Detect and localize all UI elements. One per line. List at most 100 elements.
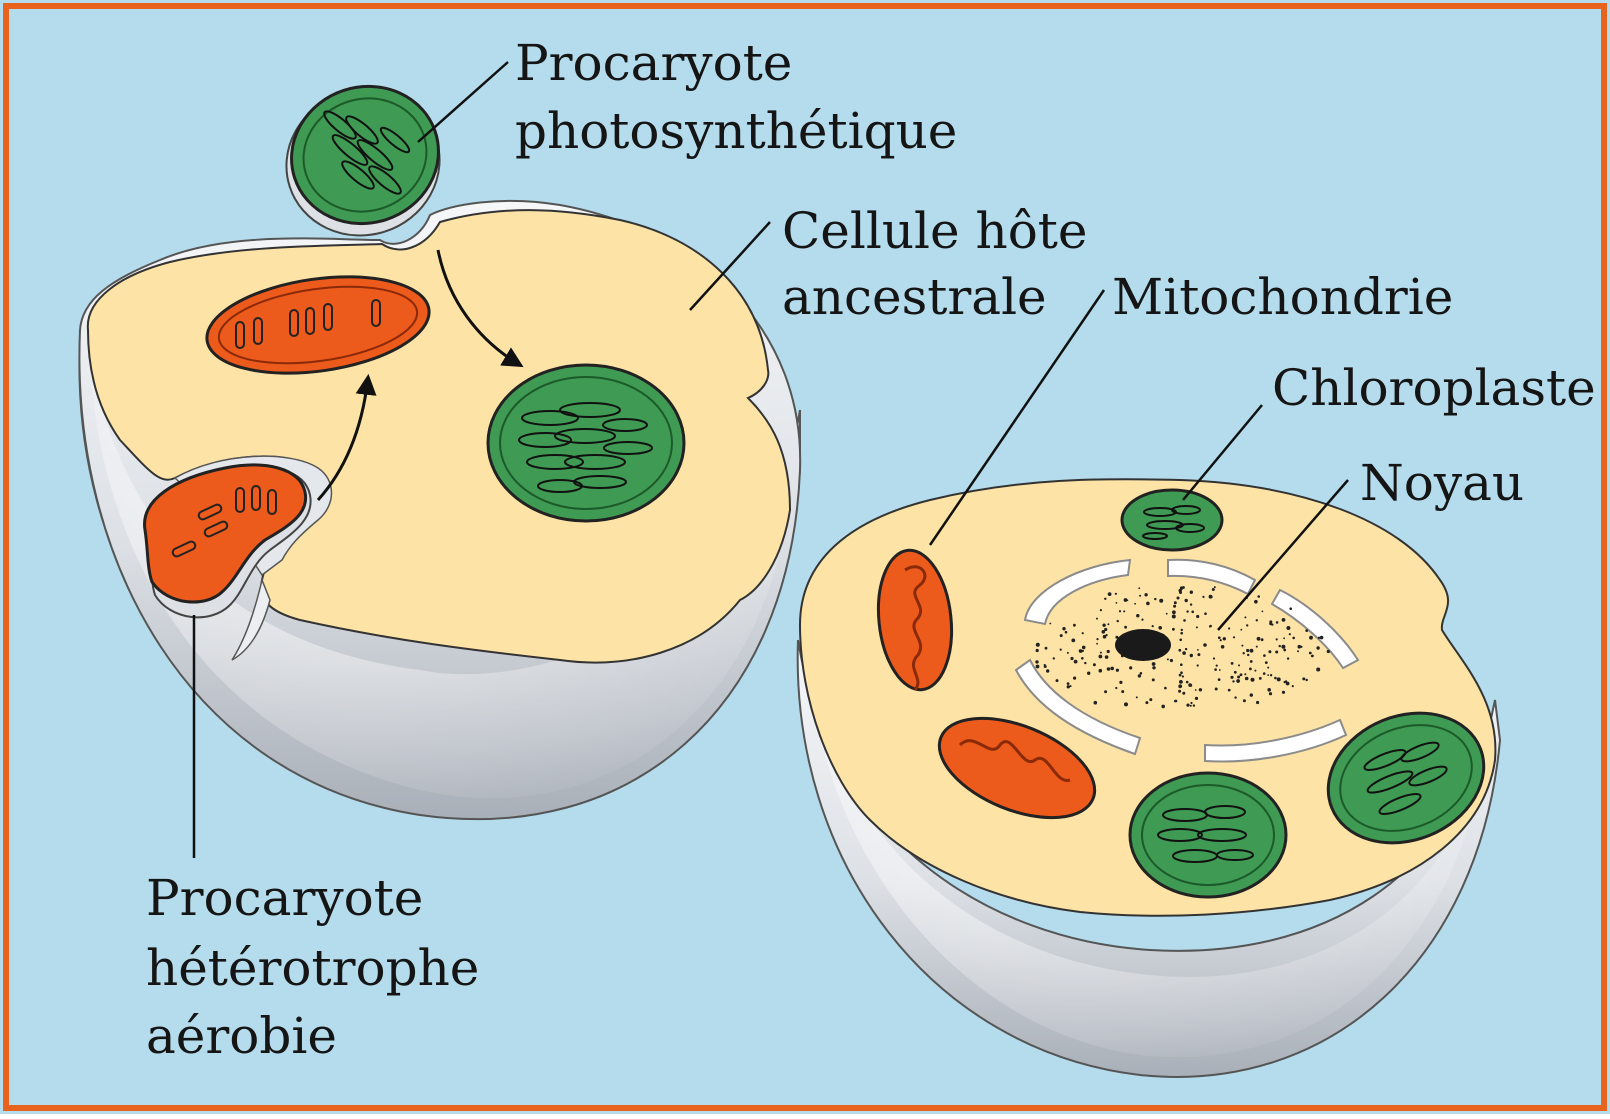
chromatin-dot — [1096, 638, 1098, 640]
chromatin-dot — [1327, 650, 1330, 653]
chromatin-dot — [1134, 603, 1136, 605]
chromatin-dot — [1115, 687, 1117, 689]
chromatin-dot — [1234, 696, 1236, 698]
chromatin-dot — [1107, 623, 1109, 625]
label-heterotroph-line1: Procaryote — [146, 869, 423, 927]
chromatin-dot — [1256, 701, 1259, 704]
chromatin-dot — [1203, 643, 1207, 647]
chromatin-dot — [1282, 691, 1285, 694]
chromatin-dot — [1216, 665, 1218, 667]
chromatin-dot — [1261, 638, 1264, 641]
label-nucleus: Noyau — [1360, 454, 1524, 512]
chromatin-dot — [1070, 657, 1073, 660]
chromatin-dot — [1289, 607, 1292, 610]
chromatin-dot — [1250, 693, 1253, 696]
chromatin-dot — [1067, 652, 1069, 654]
chromatin-dot — [1196, 626, 1198, 628]
chromatin-dot — [1195, 689, 1197, 691]
chromatin-dot — [1178, 690, 1181, 693]
chromatin-dot — [1202, 596, 1204, 598]
chromatin-dot — [1286, 626, 1290, 630]
chromatin-dot — [1116, 669, 1119, 672]
chromatin-dot — [1139, 595, 1141, 597]
chromatin-dot — [1180, 632, 1183, 635]
chromatin-dot — [1312, 655, 1314, 657]
chromatin-dot — [1093, 663, 1096, 666]
chromatin-dot — [1107, 650, 1110, 653]
chromatin-dot — [1270, 674, 1272, 676]
chromatin-dot — [1190, 702, 1192, 704]
chromatin-dot — [1251, 678, 1255, 682]
chromatin-dot — [1259, 677, 1262, 680]
chromatin-dot — [1164, 687, 1167, 690]
chromatin-dot — [1190, 705, 1192, 707]
chromatin-dot — [1123, 610, 1125, 612]
chromatin-dot — [1186, 704, 1189, 707]
chromatin-dot — [1240, 673, 1243, 676]
chromatin-dot — [1136, 696, 1138, 698]
chromatin-dot — [1241, 645, 1243, 647]
chromatin-dot — [1190, 684, 1193, 687]
chromatin-dot — [1232, 680, 1234, 682]
chromatin-dot — [1302, 677, 1305, 680]
chromatin-dot — [1138, 587, 1140, 589]
chromatin-dot — [1124, 702, 1128, 706]
chromatin-dot — [1269, 692, 1272, 695]
chromatin-dot — [1240, 629, 1242, 631]
chromatin-dot — [1267, 667, 1269, 669]
chromatin-dot — [1107, 667, 1111, 671]
chromatin-dot — [1230, 676, 1233, 679]
chromatin-dot — [1277, 677, 1281, 681]
chromatin-dot — [1060, 649, 1062, 651]
chromatin-dot — [1178, 649, 1181, 652]
label-host-line2: ancestrale — [782, 268, 1047, 326]
chromatin-dot — [1306, 679, 1308, 681]
chromatin-dot — [1079, 649, 1082, 652]
chromatin-dot — [1276, 638, 1278, 640]
chromatin-dot — [1228, 627, 1230, 629]
chromatin-dot — [1119, 681, 1122, 684]
chromatin-dot — [1289, 633, 1291, 635]
chromatin-dot — [1124, 598, 1128, 602]
label-heterotroph-line2: hétérotrophe — [146, 939, 479, 997]
chromatin-dot — [1178, 684, 1182, 688]
chromatin-dot — [1183, 619, 1186, 622]
nucleolus — [1115, 629, 1171, 661]
chromatin-dot — [1145, 701, 1148, 704]
chromatin-dot — [1269, 620, 1272, 623]
chromatin-dot — [1177, 597, 1180, 600]
chromatin-dot — [1096, 643, 1098, 645]
chromatin-dot — [1244, 616, 1246, 618]
label-chloroplast: Chloroplaste — [1272, 359, 1596, 417]
chromatin-dot — [1237, 676, 1240, 679]
chromatin-dot — [1316, 668, 1320, 672]
chromatin-dot — [1185, 599, 1188, 602]
chromatin-dot — [1036, 665, 1040, 669]
chromatin-dot — [1170, 659, 1173, 662]
chromatin-dot — [1100, 652, 1102, 654]
chromatin-dot — [1292, 637, 1295, 640]
chromatin-dot — [1196, 615, 1199, 618]
chromatin-dot — [1249, 668, 1252, 671]
chromatin-dot — [1087, 672, 1090, 675]
chromatin-dot — [1284, 681, 1286, 683]
chromatin-dot — [1053, 657, 1055, 659]
chromatin-dot — [1106, 634, 1108, 636]
chromatin-dot — [1036, 643, 1040, 647]
chromatin-dot — [1279, 645, 1281, 647]
chromatin-dot — [1035, 660, 1038, 663]
chromatin-dot — [1274, 677, 1277, 680]
label-photosynthetic-line2: photosynthétique — [515, 102, 957, 160]
chromatin-dot — [1124, 626, 1127, 629]
chromatin-dot — [1119, 610, 1121, 612]
chromatin-dot — [1297, 650, 1299, 652]
chromatin-dot — [1152, 625, 1154, 627]
chromatin-dot — [1268, 650, 1271, 653]
chromatin-dot — [1121, 690, 1124, 693]
chromatin-dot — [1243, 699, 1246, 702]
chromatin-dot — [1257, 595, 1260, 598]
chromatin-dot — [1262, 611, 1264, 613]
chromatin-dot — [1204, 612, 1207, 615]
